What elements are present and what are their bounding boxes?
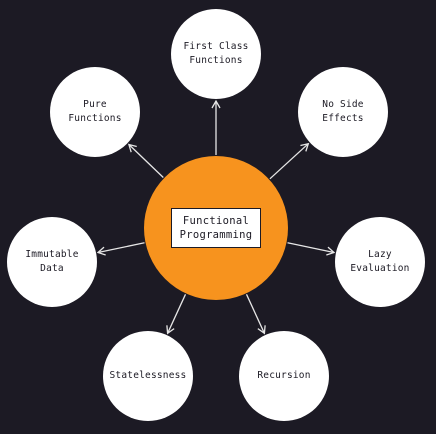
arrow-to-lazy-evaluation	[287, 242, 336, 256]
node-label: Statelessness	[109, 370, 187, 381]
arrow-to-no-side-effects	[269, 142, 310, 180]
node-lazy-evaluation: Lazy Evaluation	[335, 217, 425, 307]
arrow-to-immutable-data	[96, 242, 145, 256]
arrow-to-statelessness	[166, 294, 187, 335]
node-first-class-functions: First Class Functions	[171, 9, 261, 99]
node-no-side-effects: No Side Effects	[298, 67, 388, 157]
node-label: Pure Functions	[68, 99, 122, 124]
node-recursion: Recursion	[239, 331, 329, 421]
arrow-to-pure-functions	[127, 143, 164, 178]
node-pure-functions: Pure Functions	[50, 67, 140, 157]
node-immutable-data: Immutable Data	[7, 217, 97, 307]
center-label: Functional Programming	[170, 208, 262, 248]
node-label: Recursion	[257, 370, 311, 381]
center-circle: Functional Programming	[144, 156, 288, 300]
arrow-to-recursion	[245, 294, 266, 335]
node-statelessness: Statelessness	[103, 331, 193, 421]
node-label: First Class Functions	[183, 41, 249, 66]
node-label: Immutable Data	[25, 249, 79, 274]
node-label: Lazy Evaluation	[350, 249, 410, 274]
node-label: No Side Effects	[322, 99, 364, 124]
